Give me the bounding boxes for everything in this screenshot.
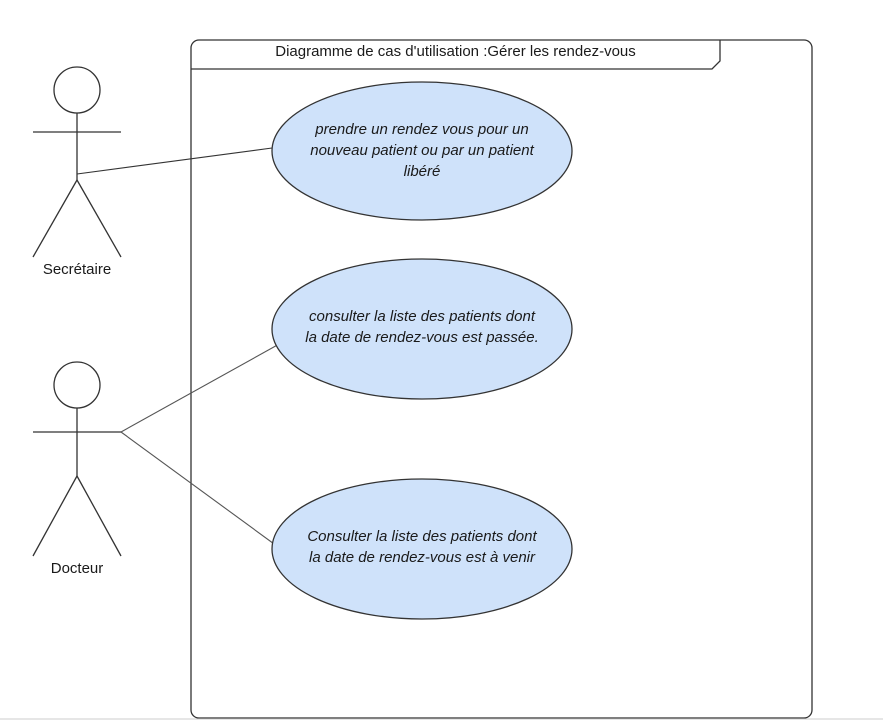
use-case-uc3-line-2: la date de rendez-vous est à venir <box>309 549 535 566</box>
use-case-uc2-line-2: la date de rendez-vous est passée. <box>305 329 539 346</box>
actor-head <box>53 361 101 409</box>
actor-leg-left <box>32 179 78 258</box>
use-case-uc1-line-3: libéré <box>403 163 441 180</box>
actor-leg-right <box>76 475 122 557</box>
actor-secretaire[interactable] <box>32 66 122 258</box>
actor-name-secretaire: Secrétaire <box>42 261 112 278</box>
association-secretaire-uc1 <box>76 147 273 175</box>
use-case-uc1-line-2: nouveau patient ou par un patient <box>310 142 534 159</box>
actor-leg-right <box>76 179 122 258</box>
use-case-uc2[interactable] <box>271 258 573 400</box>
frame-title: Diagramme de cas d'utilisation :Gérer le… <box>275 43 636 60</box>
actor-docteur[interactable] <box>32 361 122 557</box>
use-case-uc1-line-1: prendre un rendez vous pour un <box>315 121 529 138</box>
actor-head <box>53 66 101 114</box>
association-docteur-uc3 <box>120 431 282 550</box>
use-case-uc3-text: Consulter la liste des patients dont la … <box>262 526 582 568</box>
association-docteur-uc2 <box>120 342 282 433</box>
use-case-uc3[interactable] <box>271 478 573 620</box>
system-boundary <box>190 39 813 719</box>
use-case-uc1-text: prendre un rendez vous pour un nouveau p… <box>262 119 582 182</box>
use-case-uc2-line-1: consulter la liste des patients dont <box>309 308 535 325</box>
use-case-uc1[interactable] <box>271 81 573 221</box>
frame-title-tab <box>191 40 721 70</box>
actor-name-docteur: Docteur <box>50 560 104 577</box>
use-case-uc3-line-1: Consulter la liste des patients dont <box>307 528 537 545</box>
use-case-uc2-text: consulter la liste des patients dont la … <box>262 306 582 348</box>
actor-leg-left <box>32 475 78 557</box>
